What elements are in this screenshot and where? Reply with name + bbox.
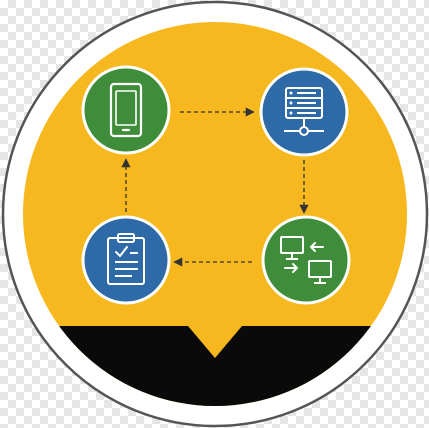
node-clipboard: [81, 215, 171, 305]
server-icon: [284, 87, 324, 136]
mobile-phone-icon: [109, 82, 143, 138]
node-network-transfer: [261, 215, 351, 305]
node-mobile-phone: [81, 65, 171, 155]
flow-arrows: [121, 107, 309, 267]
monitors-transfer-icon: [280, 236, 332, 284]
node-server: [259, 67, 349, 157]
clipboard-icon: [107, 233, 145, 285]
